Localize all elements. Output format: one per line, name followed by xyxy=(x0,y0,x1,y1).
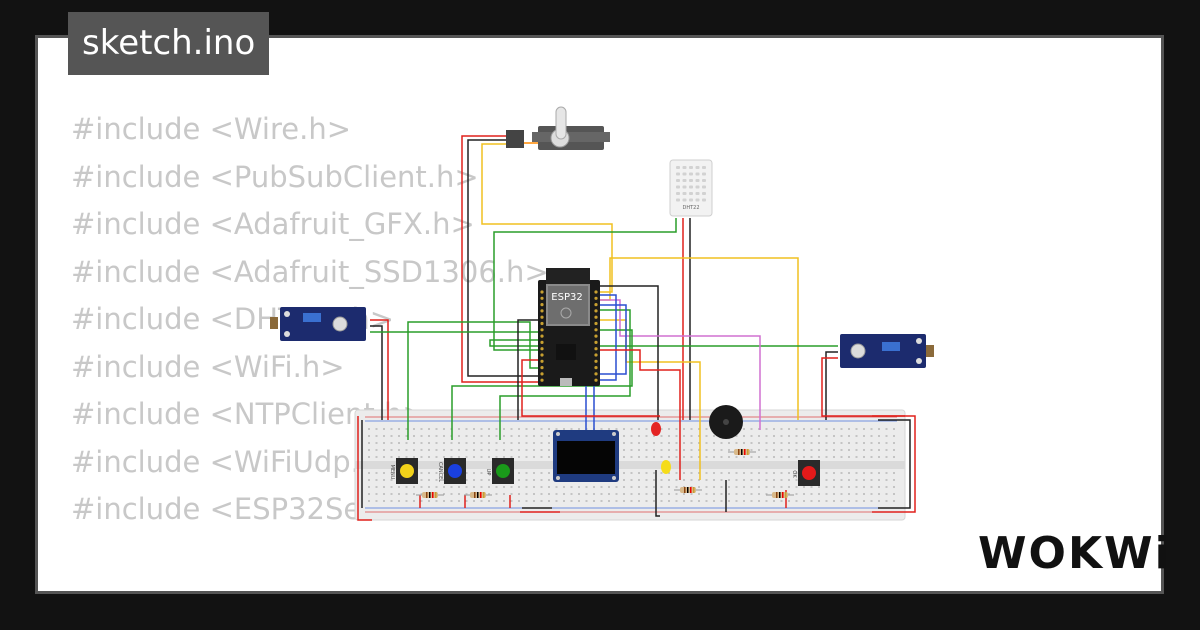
led-yellow xyxy=(661,460,671,474)
code-line: #include <Adafruit_SSD1306.h> xyxy=(71,254,549,289)
servo-motor xyxy=(506,106,610,150)
code-line: #include <Wire.h> xyxy=(71,112,352,146)
button-label: MENU xyxy=(389,465,395,480)
code-preview: #include <Wire.h> #include <PubSubClient… xyxy=(71,106,549,591)
code-line: #include <Adafruit_GFX.h> xyxy=(71,207,475,241)
button-label: CANCEL xyxy=(437,462,443,482)
dht-label: DHT22 xyxy=(682,205,699,211)
pushbutton-up: UP xyxy=(485,458,514,484)
led-red xyxy=(651,422,661,436)
ldr-sensor-right xyxy=(840,334,934,368)
pushbutton-cancel: CANCEL xyxy=(437,458,466,484)
esp32-board: ESP32 xyxy=(538,268,600,386)
esp32-label: ESP32 xyxy=(551,292,582,303)
wokwi-logo[interactable]: WOKWi xyxy=(978,528,1172,579)
code-line: #define SCREEN_WIDTH 128 xyxy=(71,581,549,591)
pushbutton-menu: MENU xyxy=(389,458,418,484)
dht22-sensor: DHT22 xyxy=(669,159,713,217)
code-line: #include <WiFi.h> xyxy=(71,349,345,384)
file-tab[interactable]: sketch.ino xyxy=(68,12,270,75)
buzzer xyxy=(709,405,743,439)
ldr-sensor-left xyxy=(270,307,366,341)
code-line: #include <PubSubClient.h> xyxy=(71,159,479,194)
button-label: UP xyxy=(485,469,491,476)
wires xyxy=(357,135,916,521)
pushbutton-ok: OK xyxy=(791,460,820,486)
resistors xyxy=(416,449,794,498)
oled-display xyxy=(553,430,619,482)
button-label: OK xyxy=(791,470,797,478)
